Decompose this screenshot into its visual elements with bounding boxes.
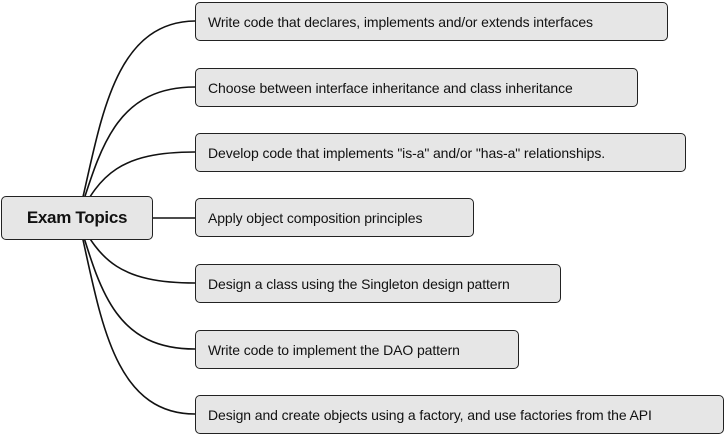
topic-label: Design and create objects using a factor…: [208, 406, 652, 423]
connector-topic-1: [77, 20, 196, 219]
topic-label: Apply object composition principles: [208, 209, 423, 226]
topic-label: Write code to implement the DAO pattern: [208, 341, 460, 358]
topic-node-3: Develop code that implements "is-a" and/…: [195, 133, 686, 172]
topic-node-2: Choose between interface inheritance and…: [195, 68, 638, 107]
central-topic-node: Exam Topics: [1, 196, 153, 240]
topic-label: Write code that declares, implements and…: [208, 13, 593, 30]
connector-topic-7: [77, 217, 196, 415]
topic-label: Develop code that implements "is-a" and/…: [208, 144, 606, 161]
topic-node-7: Design and create objects using a factor…: [195, 395, 724, 434]
topic-node-4: Apply object composition principles: [195, 198, 474, 237]
connector-topic-2: [77, 86, 196, 219]
topic-node-6: Write code to implement the DAO pattern: [195, 330, 519, 369]
topic-node-1: Write code that declares, implements and…: [195, 2, 668, 41]
topic-node-5: Design a class using the Singleton desig…: [195, 264, 561, 303]
topic-label: Choose between interface inheritance and…: [208, 79, 573, 96]
central-topic-label: Exam Topics: [26, 208, 128, 227]
connector-topic-6: [77, 217, 196, 350]
topic-label: Design a class using the Singleton desig…: [208, 275, 510, 292]
